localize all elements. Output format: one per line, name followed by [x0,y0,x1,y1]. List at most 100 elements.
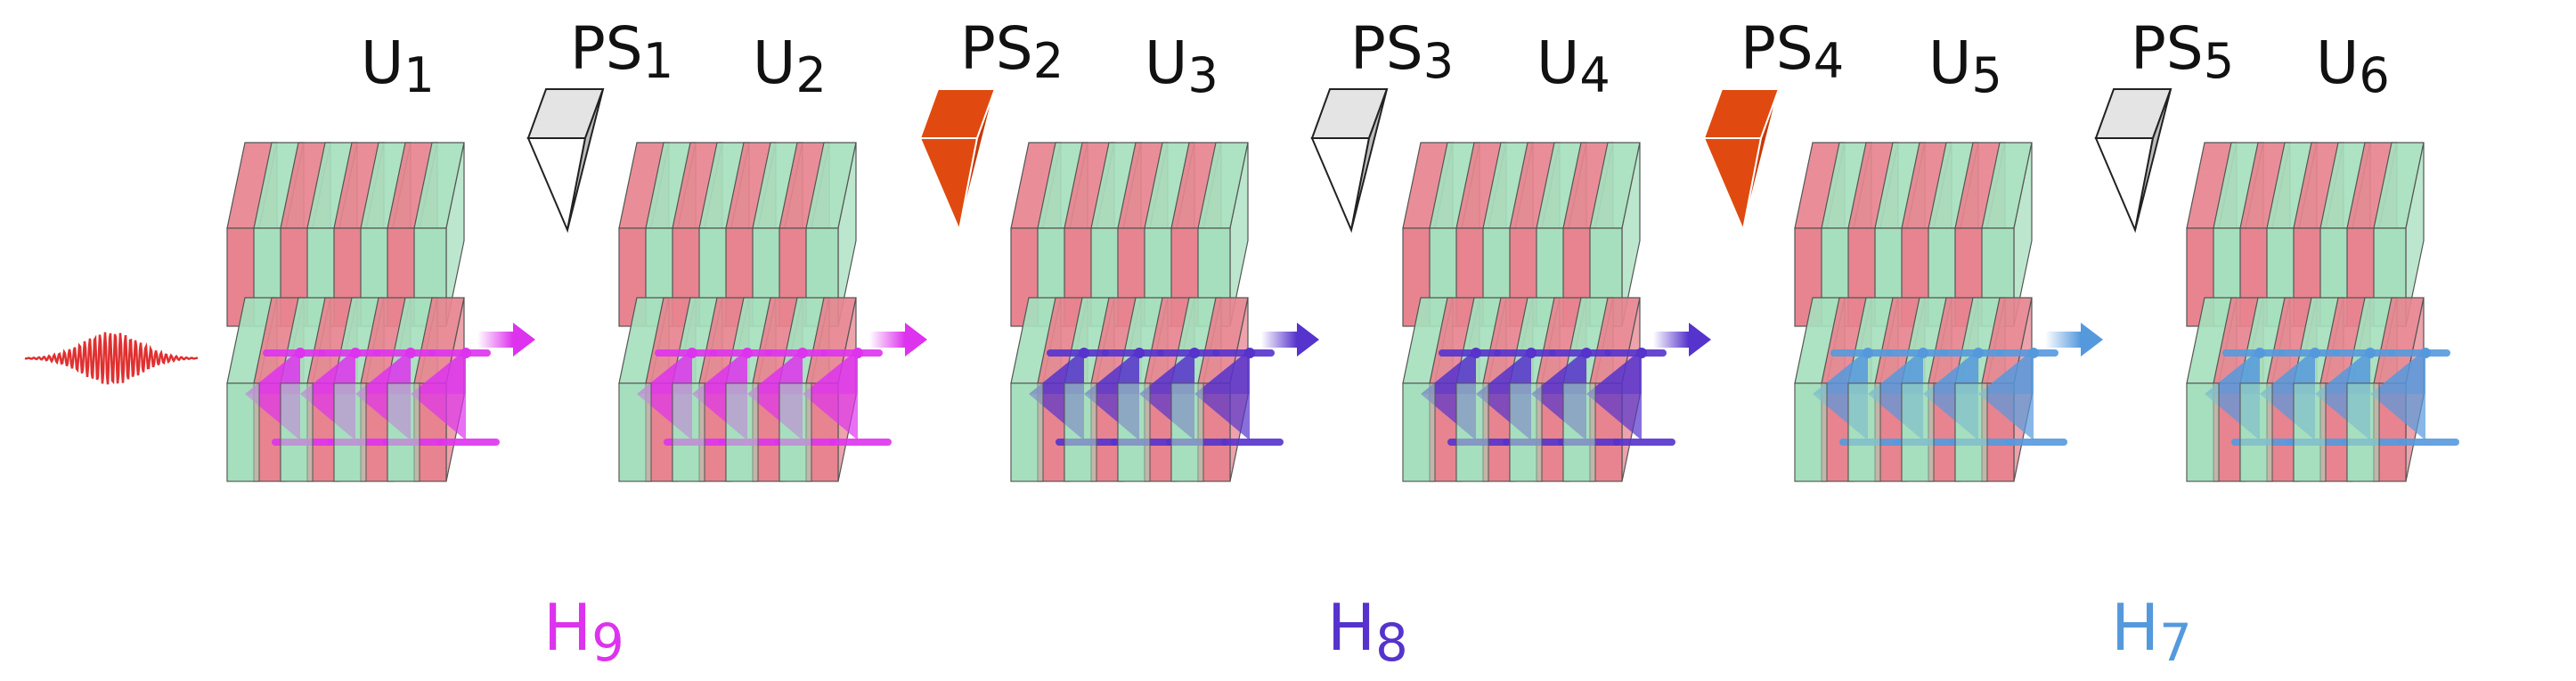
undulator-label-2: U2 [753,29,827,103]
top-magnet [805,142,857,327]
beam-streak [1047,349,1109,357]
beam-streak [655,349,717,357]
bottom-magnet-overlay [226,382,260,482]
pulse-arrow-1 [477,323,535,357]
beam-dot [1863,348,1873,358]
beam-streak [2388,349,2450,357]
beam-dot [350,348,361,358]
beam-streak [373,349,436,357]
beam-streak [1549,349,1611,357]
undulator-label-4: U4 [1537,29,1610,103]
beam-streak [2278,349,2340,357]
beam-dot [1973,348,1984,358]
beam-dot [852,348,863,358]
pulse-arrow-3 [1261,323,1319,357]
beam-streak [710,349,772,357]
undulator-3 [1010,142,1284,482]
beam-dot [742,348,753,358]
undulator-4 [1402,142,1675,482]
phase-shifter-label-1: PS1 [570,14,674,89]
undulator-2 [618,142,892,482]
bottom-magnet-overlay [618,382,652,482]
beam-streak [829,439,892,446]
phase-shifter-label-5: PS5 [2131,14,2235,89]
harmonic-label-h9: H9 [543,590,624,673]
beam-dot [1918,348,1928,358]
bottom-magnet-overlay [2239,382,2273,482]
beam-dot [2420,348,2431,358]
bottom-magnet-overlay [1402,382,1436,482]
beam-streak [1221,439,1284,446]
beam-streak [1494,349,1556,357]
phase-shifter-4 [1702,88,1781,234]
phase-shifter-2 [918,88,997,234]
bottom-magnet-overlay [1064,382,1097,482]
bottom-magnet-overlay [1117,382,1151,482]
beam-dot [461,348,471,358]
bottom-magnet-overlay [1562,382,1596,482]
beam-streak [428,349,491,357]
beam-streak [765,349,827,357]
undulator-label-6: U6 [2316,29,2390,103]
beam-streak [437,439,500,446]
undulator-label-5: U5 [1928,29,2002,103]
bottom-magnet-overlay [1901,382,1935,482]
microbunch-down [1586,394,1642,440]
phase-shifter-5 [2094,88,2172,234]
phase-shifter-label-3: PS3 [1350,14,1455,89]
beam-dot [687,348,697,358]
bottom-magnet-overlay [2346,382,2380,482]
beam-streak [1941,349,2003,357]
phase-shifter-3 [1310,88,1389,234]
beam-dot [295,348,306,358]
beam-streak [1102,349,1164,357]
beam-dot [2028,348,2039,358]
beam-streak [1886,349,1948,357]
bottom-magnet-overlay [1509,382,1543,482]
beam-dot [2365,348,2376,358]
undulator-1 [226,142,500,482]
beam-streak [2333,349,2395,357]
undulator-label-3: U3 [1145,29,1219,103]
microbunch-up [411,349,466,394]
beam-dot [405,348,416,358]
microbunch-down [2370,394,2425,440]
pulse-arrow-4 [1653,323,1711,357]
bottom-magnet-overlay [672,382,705,482]
beam-streak [1212,349,1275,357]
beam-dot [1189,348,1200,358]
beam-streak [263,349,325,357]
bottom-magnet-overlay [1170,382,1204,482]
beam-dot [1244,348,1255,358]
phase-shifter-label-4: PS4 [1740,14,1845,89]
bottom-magnet-overlay [387,382,420,482]
beam-dot [1526,348,1537,358]
beam-streak [1830,349,1893,357]
beam-dot [1471,348,1481,358]
microbunch-up [1194,349,1250,394]
beam-dot [2254,348,2265,358]
beam-streak [318,349,380,357]
bottom-magnet-overlay [2186,382,2220,482]
microbunch-down [1978,394,2034,440]
bottom-magnet-overlay [1794,382,1828,482]
phase-shifter-label-2: PS2 [960,14,1064,89]
microbunch-up [1978,349,2034,394]
beam-streak [1604,349,1667,357]
pulse-arrow-2 [869,323,927,357]
microbunch-up [803,349,858,394]
bottom-magnet-overlay [2293,382,2327,482]
beam-dot [2310,348,2320,358]
beam-streak [1439,349,1501,357]
harmonic-label-h7: H7 [2111,590,2192,673]
beam-dot [1079,348,1089,358]
microbunch-up [1586,349,1642,394]
bottom-magnet-overlay [725,382,759,482]
beam-streak [1996,349,2058,357]
pulse-arrow-5 [2045,323,2103,357]
undulator-5 [1794,142,2067,482]
beam-dot [1581,348,1592,358]
beam-dot [1134,348,1145,358]
microbunch-up [2370,349,2425,394]
bottom-magnet-overlay [333,382,367,482]
